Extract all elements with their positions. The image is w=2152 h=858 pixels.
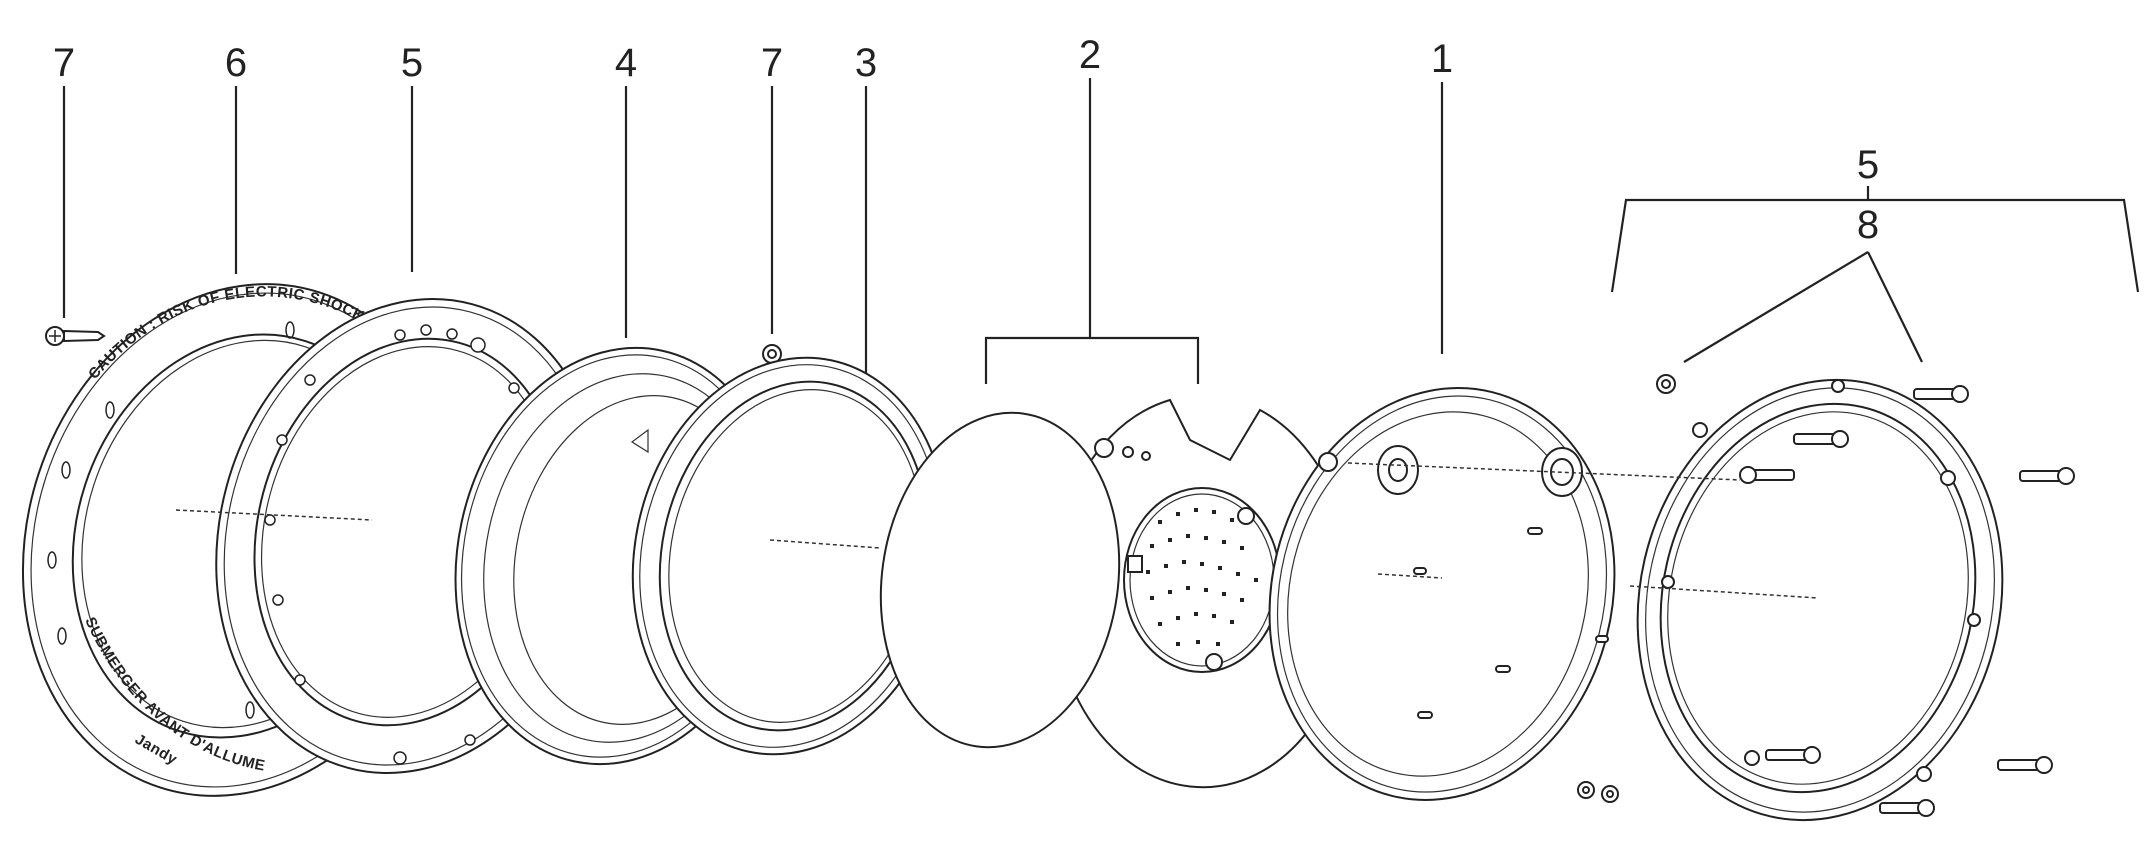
center-axis-lines bbox=[175, 462, 1819, 599]
callout-small-screw: 7 bbox=[761, 41, 783, 85]
led-module bbox=[879, 398, 1354, 789]
long-screw bbox=[45, 326, 106, 346]
leader-lines bbox=[62, 78, 2140, 384]
kit-screws bbox=[1577, 374, 2075, 817]
callout-lens: 4 bbox=[615, 41, 637, 85]
callout-kit-screws: 8 bbox=[1857, 203, 1879, 247]
callout-front-ring: 6 bbox=[225, 41, 247, 85]
led-array bbox=[1146, 508, 1258, 646]
callout-led-module: 2 bbox=[1079, 33, 1101, 77]
callout-gasket: 3 bbox=[855, 41, 877, 85]
callout-screw-left: 7 bbox=[53, 41, 75, 85]
housing bbox=[1268, 387, 1616, 801]
callout-kit: 5 bbox=[1857, 143, 1879, 187]
callout-mount-ring: 5 bbox=[401, 41, 423, 85]
callout-housing: 1 bbox=[1431, 37, 1453, 81]
kit-ring bbox=[1636, 378, 2004, 822]
small-screw bbox=[762, 344, 782, 364]
